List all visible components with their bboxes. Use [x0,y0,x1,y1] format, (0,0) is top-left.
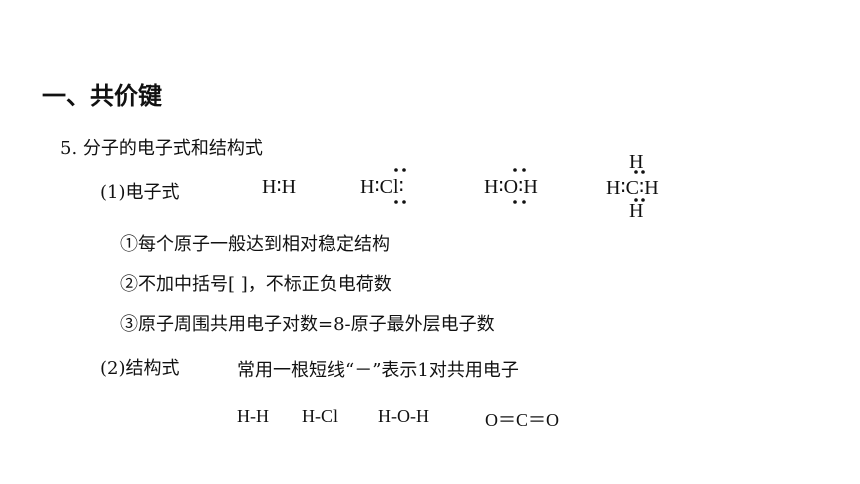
electron-pair: ∶ [276,176,282,198]
structural-example-h2: H-H [237,406,269,426]
electron-pair: ∶ [639,177,645,199]
structural-example-co2: O＝C＝O [485,410,560,430]
structural-example-hcl: H-Cl [302,406,338,426]
ch4-top-h: H [629,151,644,173]
atom-c: C [625,177,640,199]
electron-pair: ∶ [620,177,626,199]
electron-pair: ∶ [398,176,404,198]
structural-formula-description: 常用一根短线“－”表示1对共用电子 [237,360,519,381]
structural-example-h2o: H-O-H [378,406,429,426]
atom-h: H [644,177,659,199]
atom-h: H [523,176,538,198]
ch4-bottom-h: H [629,200,644,222]
structural-formula-label: (2)结构式 [100,358,180,379]
atom-h: H [262,176,277,198]
o-lone-pair-dots [513,168,526,204]
atom-cl: Cl [379,176,399,198]
atom-o: O [503,176,519,198]
atom-h: H [281,176,297,198]
rule-1: ①每个原子一般达到相对稳定结构 [120,234,390,255]
subsection-title: 5. 分子的电子式和结构式 [60,138,263,159]
lewis-h2: H∶H [262,174,296,199]
lewis-ch4: H∶C∶H [606,175,659,200]
lewis-h2o: H∶O∶H [484,174,538,199]
c-bond-pair-dots [634,170,645,202]
cl-lone-pair-dots [394,168,406,204]
atom-h: H [606,177,621,199]
electron-formula-label: (1)电子式 [100,182,180,203]
electron-pair: ∶ [374,176,380,198]
atom-h: H [360,176,375,198]
section-title: 一、共价键 [42,82,162,110]
rule-2: ②不加中括号[ ]，不标正负电荷数 [120,274,392,295]
atom-h: H [484,176,499,198]
electron-pair: ∶ [518,176,524,198]
lewis-hcl: H∶Cl∶ [360,174,404,199]
rule-3: ③原子周围共用电子对数=8-原子最外层电子数 [120,314,495,335]
electron-pair: ∶ [498,176,504,198]
